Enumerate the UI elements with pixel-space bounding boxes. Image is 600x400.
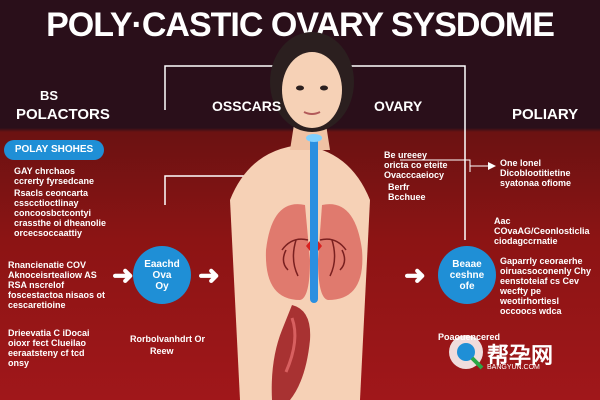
bubble-left-line-2: Ova — [152, 269, 172, 281]
watermark-latin: BANGYUN.COM — [487, 364, 540, 371]
bottom-center-line-2: Reew — [150, 346, 174, 356]
label-polactors: POLACTORS — [16, 106, 110, 123]
mid-note-3: Ovacccaeiocy — [384, 170, 445, 180]
bubble-left: Eaachd Ova Oy — [133, 246, 191, 304]
bubble-right-line-3: ofe — [459, 280, 475, 292]
connector-arrowhead-right — [488, 162, 496, 170]
label-oscars: OSSCARS — [212, 98, 282, 114]
left-note-4: Drieevatia C iDocai oioxr fect Clueilao … — [8, 328, 90, 368]
connector-line-right-upper — [400, 159, 471, 172]
label-poliary: POLIARY — [512, 106, 579, 123]
arrow-right-3: ➜ — [404, 260, 426, 290]
watermark-logo-inner — [457, 343, 475, 361]
right-note-1: One lonel Dicoblootitietine syatonaa ofi… — [500, 158, 572, 188]
arrow-right-1: ➜ — [112, 260, 134, 290]
right-note-3: Gaparrly ceoraerhe oiruacsoconenly Chy e… — [500, 256, 592, 316]
trachea-tube — [310, 138, 318, 303]
lung-left — [265, 204, 310, 300]
mid-note-5: Bcchuee — [388, 192, 426, 202]
watermark-logo-tail — [470, 356, 484, 370]
bottom-center-line-1: Rorbolvanhdrt Or — [130, 334, 206, 344]
lower-organ — [271, 305, 311, 400]
mid-note-1: Be ureeey — [384, 150, 428, 160]
left-note-1: GAY chrchaos ccrerty fyrsedcane — [14, 166, 95, 186]
bubble-left-line-1: Eaachd — [144, 258, 180, 270]
lung-vessels-right — [319, 238, 347, 277]
right-note-4: Poaouencered — [438, 332, 501, 342]
right-note-2: Aac COvaAG/Ceonlosticlia ciodagccrnatie — [494, 216, 590, 246]
label-bs: BS — [40, 88, 59, 103]
face — [282, 52, 342, 128]
bubble-right-line-1: Beaae — [452, 258, 482, 270]
left-note-2: Rsacls ceoncarta csscctioctlinay concoos… — [14, 188, 107, 238]
lung-right — [318, 204, 363, 300]
left-note-3: Rnancienatie COV Aknoceisrtealiow AS RSA… — [8, 260, 106, 310]
bubble-right: Beaae ceshne ofe — [438, 246, 496, 304]
eye-right — [320, 85, 328, 91]
watermark-cn: 帮孕网 — [487, 344, 554, 369]
badge-pill: POLAY SHOHES — [4, 140, 104, 160]
connector-line-left — [164, 175, 252, 205]
arrow-right-2: ➜ — [198, 260, 220, 290]
label-ovary: OVARY — [374, 98, 423, 114]
mouth — [303, 111, 321, 115]
lower-organ-highlight — [284, 317, 297, 373]
mid-note-2: oricta co eteite — [384, 160, 448, 170]
bubble-right-line-2: ceshne — [449, 269, 485, 281]
bubble-left-line-3: Oy — [155, 280, 169, 292]
mid-note-4: Berfr — [388, 182, 410, 192]
trachea-top — [306, 134, 322, 142]
eye-left — [296, 85, 304, 91]
lung-vessels-left — [281, 238, 309, 277]
